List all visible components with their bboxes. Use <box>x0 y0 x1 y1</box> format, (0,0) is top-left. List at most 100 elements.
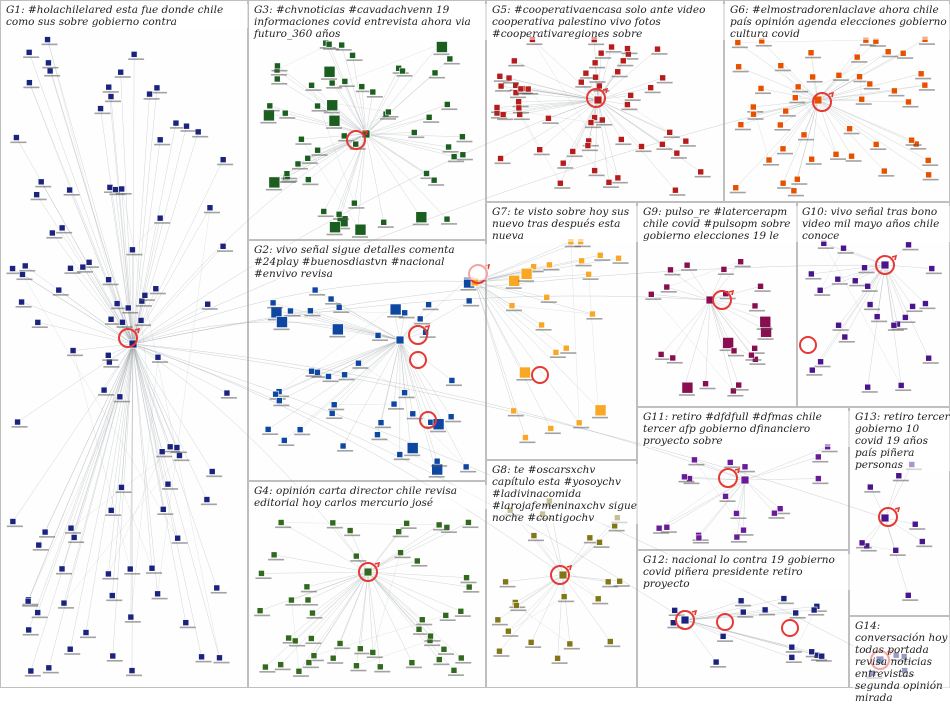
node-label <box>613 262 629 264</box>
node <box>809 649 815 655</box>
node-label <box>926 273 942 275</box>
node <box>885 49 891 55</box>
node-label <box>515 93 531 95</box>
node-label <box>652 53 668 55</box>
node-label <box>919 89 935 91</box>
node <box>47 68 53 74</box>
node-label <box>462 526 478 528</box>
edge <box>133 54 134 344</box>
node-label <box>344 535 360 537</box>
node-label <box>275 669 291 671</box>
node <box>288 597 294 603</box>
node-label <box>882 56 898 58</box>
node <box>312 287 318 293</box>
node <box>157 215 163 221</box>
node <box>109 593 115 599</box>
node <box>13 135 19 141</box>
edge <box>745 479 818 480</box>
node <box>585 143 591 149</box>
node <box>220 243 226 249</box>
node-label <box>433 54 449 56</box>
edge <box>133 344 178 538</box>
edge <box>350 531 368 572</box>
node-label <box>102 578 118 580</box>
node <box>117 394 123 400</box>
node-label <box>46 237 62 239</box>
node-label <box>53 294 69 296</box>
node-label <box>805 57 821 59</box>
node <box>500 112 506 118</box>
node <box>597 539 603 545</box>
group-label-g2: G2: vivo señal sigue detalles comenta #2… <box>252 244 488 280</box>
edge <box>744 480 745 530</box>
node-label <box>312 110 328 112</box>
edge <box>281 522 439 524</box>
node <box>560 160 566 166</box>
node <box>443 612 449 618</box>
node <box>432 70 438 76</box>
node-label <box>254 615 270 617</box>
node-label <box>156 456 172 458</box>
group-label-g12: G12: nacional lo contra 19 gobierno covi… <box>641 554 851 590</box>
node-label <box>268 559 284 561</box>
node <box>801 132 807 138</box>
node <box>176 453 182 459</box>
node-label <box>413 633 429 635</box>
node <box>106 84 112 90</box>
node-label <box>374 671 390 673</box>
node-label <box>375 427 391 429</box>
node <box>431 177 437 183</box>
node <box>672 607 678 613</box>
node <box>525 86 531 92</box>
edge <box>745 480 780 509</box>
node-label <box>728 355 744 357</box>
node <box>424 170 430 176</box>
node-label <box>582 150 598 152</box>
node <box>792 95 798 101</box>
node <box>396 529 402 535</box>
node-label <box>306 617 322 619</box>
node <box>859 96 865 102</box>
node <box>852 278 858 284</box>
node-label <box>888 329 904 331</box>
node-label <box>393 536 409 538</box>
edge <box>312 85 366 134</box>
node-label <box>735 605 751 607</box>
node <box>118 69 124 75</box>
node-label <box>814 294 830 296</box>
node-label <box>367 656 383 658</box>
node <box>205 301 211 307</box>
node <box>447 56 453 62</box>
node-label <box>162 488 178 490</box>
node-label <box>518 280 534 282</box>
node-label <box>664 136 680 138</box>
node-label <box>429 476 445 478</box>
edge <box>598 61 623 100</box>
node <box>509 303 515 309</box>
node <box>511 58 517 64</box>
edge <box>353 55 366 134</box>
node-label <box>115 491 131 493</box>
node <box>733 510 739 516</box>
node <box>309 610 315 616</box>
node-label <box>23 87 39 89</box>
node-label <box>217 164 233 166</box>
node <box>414 558 420 564</box>
node <box>26 80 32 86</box>
node <box>434 458 440 464</box>
node <box>655 46 661 52</box>
node-label <box>204 212 220 214</box>
node <box>592 168 598 174</box>
node <box>713 659 719 665</box>
node-label <box>333 311 349 313</box>
node-label <box>604 646 620 648</box>
node <box>46 665 52 671</box>
node <box>898 382 904 388</box>
edge <box>531 575 563 642</box>
node-label <box>309 294 325 296</box>
node <box>656 525 662 531</box>
node <box>596 83 602 89</box>
node-label <box>768 517 784 519</box>
network-graph: G1: #holachilelared esta fue donde chile… <box>0 0 950 688</box>
node-label <box>433 664 449 666</box>
